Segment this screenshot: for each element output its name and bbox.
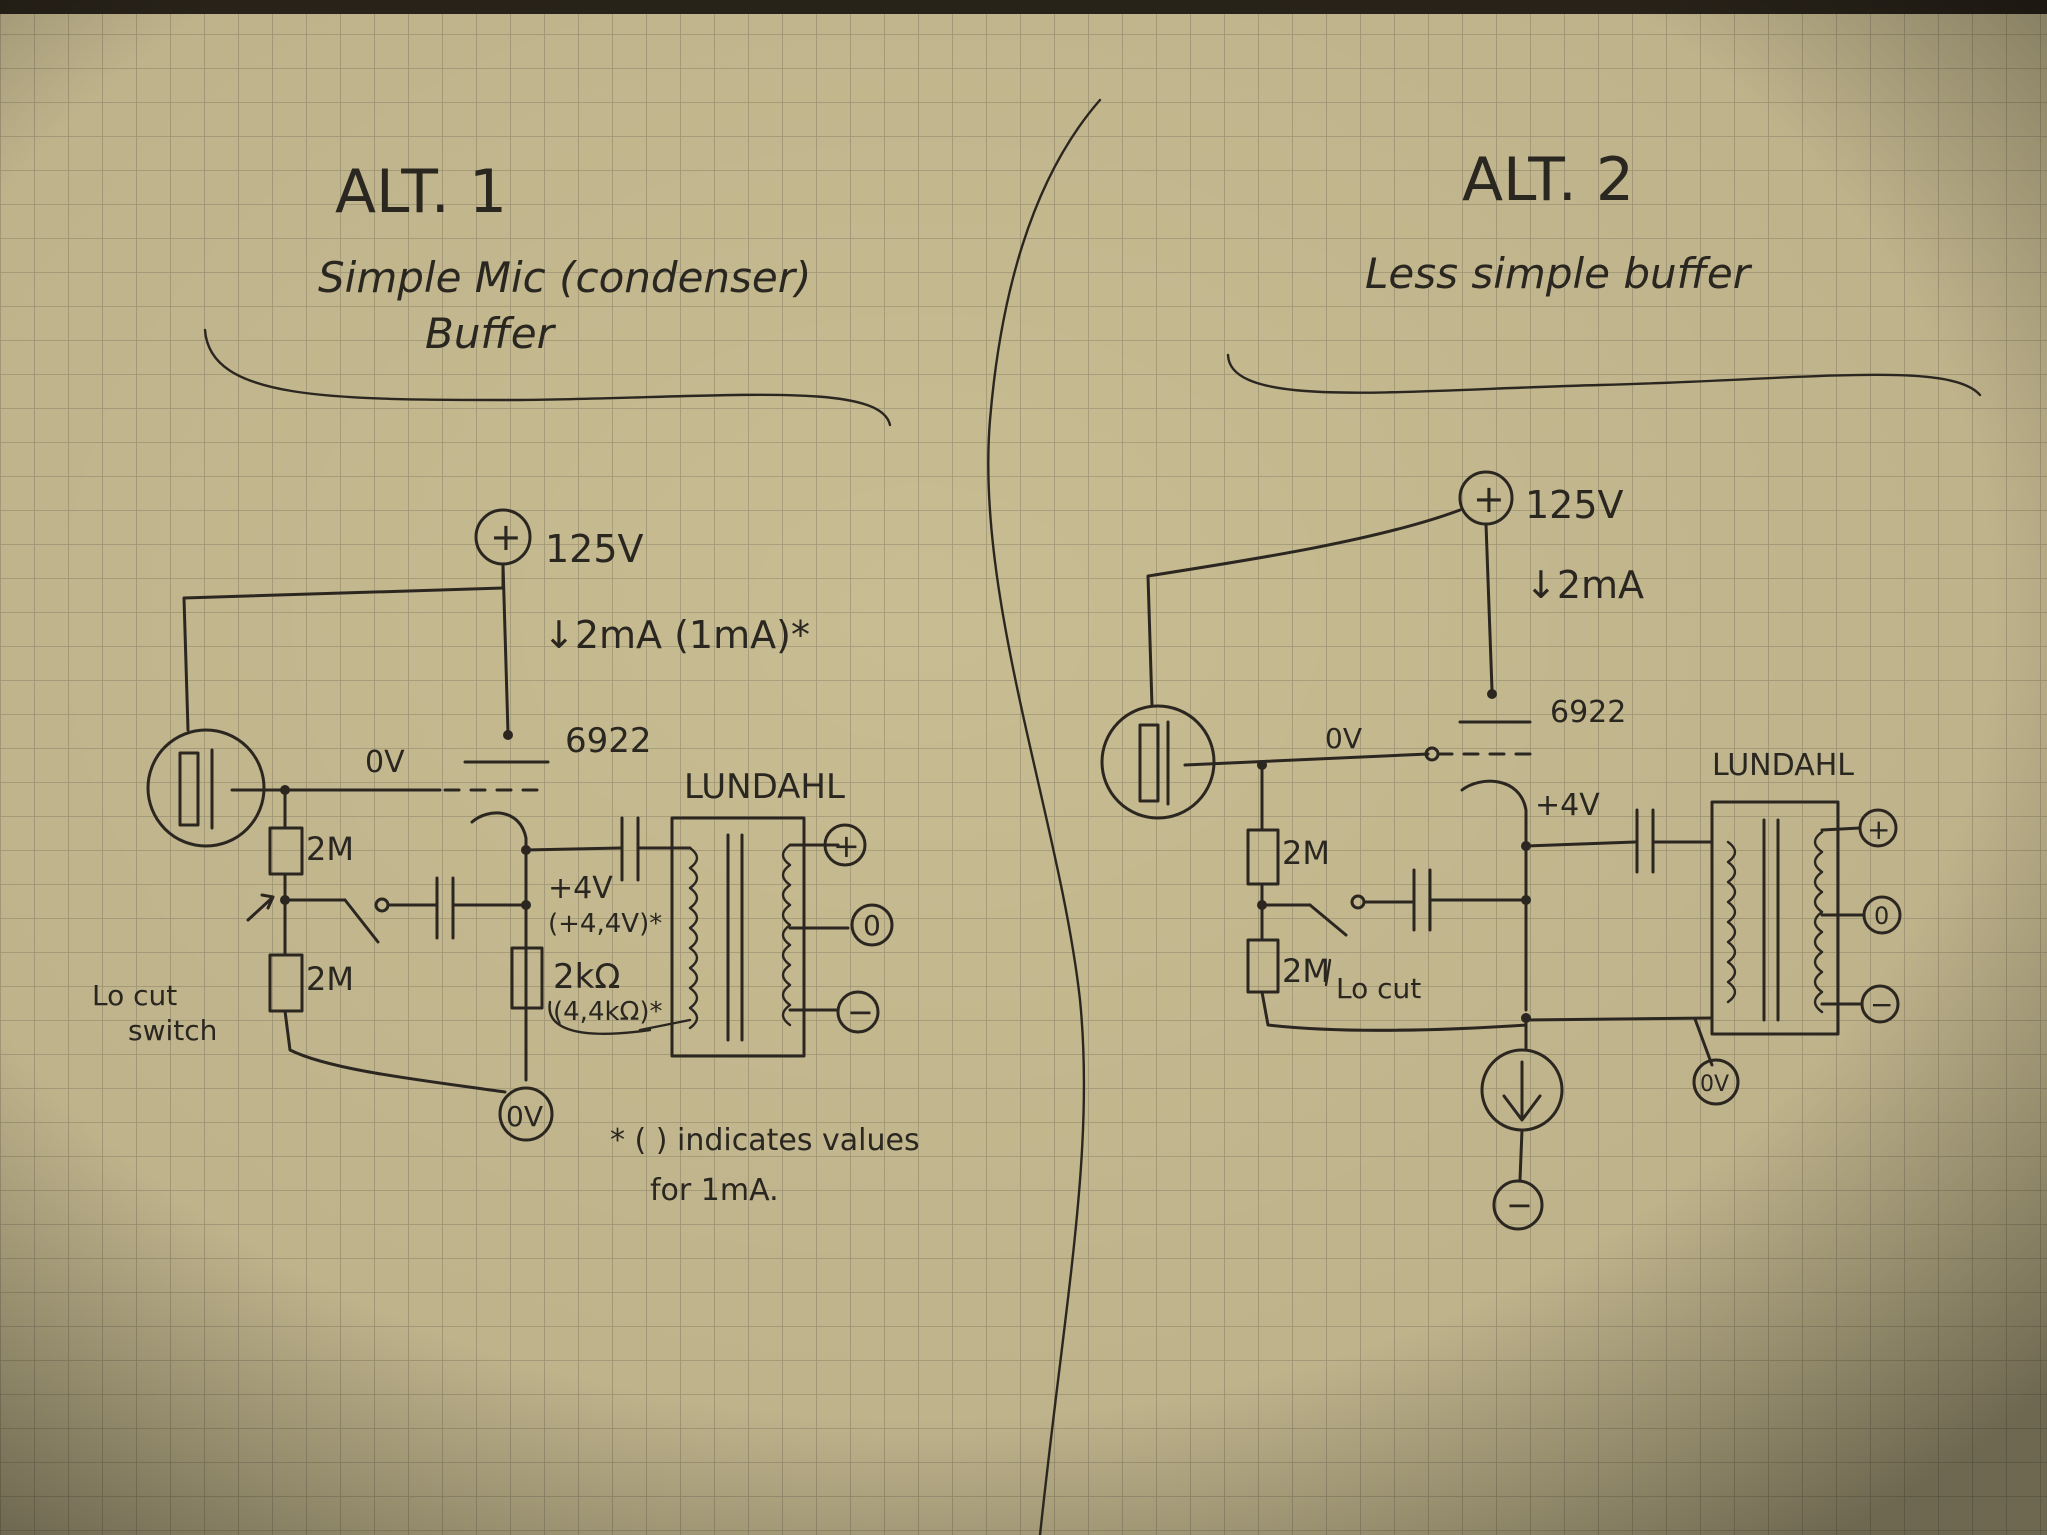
alt1-cathode-resistor [510,946,544,1010]
alt1-cathode-resistor-label: 2kΩ [553,957,620,997]
alt1-secondary-coil [781,843,792,1027]
alt1-transformer-label: LUNDAHL [684,767,845,807]
alt2-subtitle: Less simple buffer [1365,249,1753,298]
alt2-tube-label: 6922 [1550,695,1626,730]
alt2-section: ALT. 2 Less simple buffer + 125V ↓2mA 0V… [1100,145,1982,1231]
svg-text:+: + [833,827,860,865]
alt1-cathode-voltage: +4V [548,871,613,906]
alt1-cathode-resistor-alt: (4,4kΩ)* [553,997,663,1027]
alt1-current-label: ↓2mA (1mA)* [543,613,810,657]
alt2-mic-capsule [1100,704,1216,820]
alt1-underline-curve [203,328,892,427]
alt2-heading: ALT. 2 [1462,145,1634,215]
alt1-footnote-line2: for 1mA. [650,1173,779,1208]
alt2-transformer [1710,800,1840,1036]
alt1-supply-label: 125V [545,527,644,571]
alt1-switch-label-line2: switch [128,1014,217,1047]
alt1-tube-label: 6922 [565,721,652,761]
alt1-switch-label-line1: Lo cut [92,979,177,1012]
alt1-ground-node-label: 0V [506,1100,543,1133]
alt1-supply-symbol: + [490,515,522,559]
alt2-underline-curve [1226,353,1982,397]
alt2-ground-node-label: 0V [1700,1072,1729,1097]
alt2-primary-coil [1726,840,1737,1004]
alt1-output-plus[interactable] [823,823,867,867]
alt1-mic-plate [178,751,200,827]
svg-text:0: 0 [1874,902,1889,930]
svg-text:0: 0 [863,909,881,942]
alt2-transformer-label: LUNDAHL [1712,748,1854,783]
alt2-negative-supply [1492,1179,1544,1231]
alt1-output-zero[interactable] [850,903,894,947]
alt1-subtitle-line1: Simple Mic (condenser) [318,253,811,302]
alt1-ground-node [498,1086,554,1142]
alt1-heading: ALT. 1 [335,157,507,227]
alt1-resistor-top-label: 2M [306,830,354,868]
alt2-resistor-top-label: 2M [1282,834,1330,872]
alt2-supply-label: 125V [1525,483,1624,527]
alt1-resistor-bottom-label: 2M [306,960,354,998]
alt2-current-label: ↓2mA [1525,563,1644,607]
alt2-secondary-coil [1813,830,1824,1014]
alt2-mic-plate [1138,723,1160,803]
alt1-primary-coil [688,846,699,1030]
alt1-cathode-voltage-alt: (+4,4V)* [548,909,662,939]
divider-curve [987,98,1102,1535]
alt1-mic-capsule [146,728,266,848]
alt1-output-minus[interactable] [836,990,880,1034]
alt2-mic-polarizing-wire [1146,508,1462,708]
alt2-tube-cathode [1460,779,1528,1012]
alt2-locut-switch[interactable] [1308,903,1348,937]
alt1-ground-label-top: 0V [365,745,405,780]
alt2-grid-wire [1183,752,1430,767]
alt1-subtitle-line2: Buffer [425,309,557,358]
alt2-output-plus[interactable] [1858,808,1898,848]
alt2-resistor-bottom-label: 2M [1282,952,1330,990]
alt2-output-zero[interactable] [1862,895,1902,935]
alt1-footnote-line1: * ( ) indicates values [610,1123,920,1158]
svg-text:−: − [1870,988,1893,1021]
alt2-ground-label-top: 0V [1325,722,1362,755]
svg-text:−: − [1506,1186,1533,1224]
alt2-ground-node [1692,1058,1740,1106]
svg-text:−: − [847,993,874,1031]
alt2-switch-label: Lo cut [1336,972,1421,1005]
alt1-section: ALT. 1 Simple Mic (condenser) Buffer + 1… [92,157,920,1208]
alt1-tube-cathode [470,811,528,1082]
alt1-transformer [670,816,806,1058]
alt2-output-minus[interactable] [1860,984,1900,1024]
alt2-supply-symbol: + [1473,477,1505,521]
svg-text:+: + [1867,813,1890,846]
alt2-cathode-voltage: +4V [1535,788,1600,823]
alt1-locut-switch[interactable] [343,898,380,944]
